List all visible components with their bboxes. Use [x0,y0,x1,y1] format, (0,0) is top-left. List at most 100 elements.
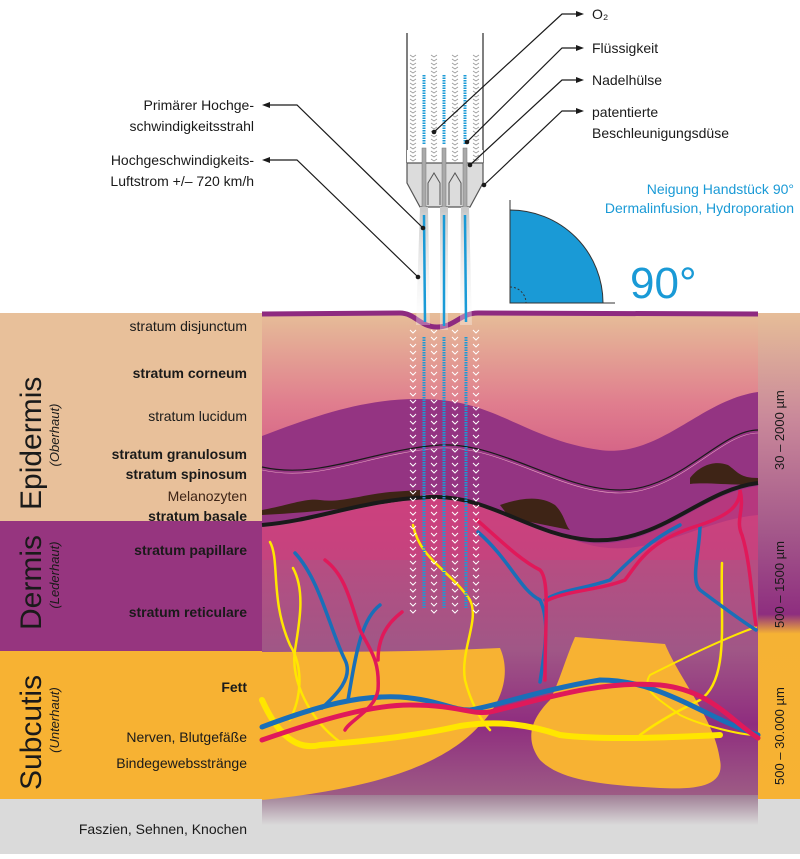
label-primary-jet-line2: schwindigkeitsstrahl [129,118,255,134]
melanocyte [262,490,420,515]
air-chevron [472,490,480,495]
air-chevron [451,462,459,467]
subcutis-title-text: Subcutis [15,674,48,790]
o2-chevron [472,66,480,70]
o2-chevron [430,70,438,74]
o2-chevron [409,106,417,110]
right-angle-marker [509,286,527,304]
o2-chevron [430,118,438,122]
air-chevron [472,595,480,600]
air-chevron [409,539,417,544]
o2-chevron [430,150,438,154]
air-chevron [430,434,438,439]
air-chevron [430,427,438,432]
o2-chevron [409,94,417,98]
air-chevron [451,343,459,348]
air-chevron [430,343,438,348]
o2-chevron [451,158,459,162]
stratum-label: stratum corneum [132,365,247,381]
fascia-label: Faszien, Sehnen, Knochen [78,821,247,837]
air-chevron [430,378,438,383]
o2-chevron [409,54,417,58]
air-chevron [430,476,438,481]
angle-quadrant [509,200,615,304]
melanocyte [500,498,570,530]
air-chevron [430,567,438,572]
o2-chevron [451,138,459,142]
air-chevron [451,371,459,376]
air-chevron [472,462,480,467]
air-chevron [430,483,438,488]
o2-chevron [409,90,417,94]
air-chevron [472,469,480,474]
air-chevron [472,357,480,362]
air-chevron [472,546,480,551]
air-chevron [451,469,459,474]
air-chevron [430,455,438,460]
handpiece [406,33,484,213]
label-needle-sleeve: Nadelhülse [592,72,663,88]
o2-chevron [472,154,480,158]
o2-chevron [451,118,459,122]
air-chevron [451,553,459,558]
epidermis-title-text: Epidermis [15,376,48,510]
air-chevron [430,574,438,579]
o2-chevron [472,114,480,118]
o2-chevron [451,122,459,126]
label-liquid: Flüssigkeit [592,40,659,56]
air-chevron [409,329,417,334]
air-chevron [409,364,417,369]
air-chevron [472,329,480,334]
o2-chevron [430,134,438,138]
air-chevron [472,588,480,593]
air-chevron [451,441,459,446]
o2-chevron [409,142,417,146]
air-chevron [430,364,438,369]
o2-chevron [472,142,480,146]
o2-chevron [451,66,459,70]
air-chevron [472,511,480,516]
air-chevron [409,511,417,516]
air-chevron [409,490,417,495]
o2-chevron [409,78,417,82]
fat-lobule [262,648,505,800]
air-chevron [472,441,480,446]
air-chevron [472,532,480,537]
fat-lobule [531,637,721,789]
air-chevron [451,378,459,383]
air-chevron [409,392,417,397]
air-chevron [409,525,417,530]
stratum-label: stratum papillare [134,542,247,558]
subcutis-subtitle: (Unterhaut) [47,687,62,753]
label-airflow: Hochgeschwindigkeits- Luftstrom +/– 720 … [110,150,254,192]
air-chevron [472,406,480,411]
o2-chevron [430,54,438,58]
air-chevron [472,399,480,404]
air-chevron [430,518,438,523]
air-chevron [451,595,459,600]
air-chevron [451,532,459,537]
air-chevron [430,420,438,425]
o2-chevron [451,58,459,62]
o2-chevron [430,94,438,98]
o2-chevron [430,86,438,90]
o2-chevron [451,94,459,98]
o2-chevron [451,142,459,146]
air-chevron [430,336,438,341]
air-chevron [409,399,417,404]
o2-chevron [472,158,480,162]
o2-chevron [430,98,438,102]
angle-value: 90° [630,259,697,308]
air-chevron [451,504,459,509]
o2-chevron [451,150,459,154]
air-chevron [472,413,480,418]
o2-chevron [409,98,417,102]
air-chevron [430,532,438,537]
dermis-title-text: Dermis [15,535,48,630]
air-chevron [430,357,438,362]
air-chevron [409,357,417,362]
stratum-label: stratum spinosum [125,466,247,482]
callout-arrows-right [431,11,584,188]
air-chevron [409,574,417,579]
